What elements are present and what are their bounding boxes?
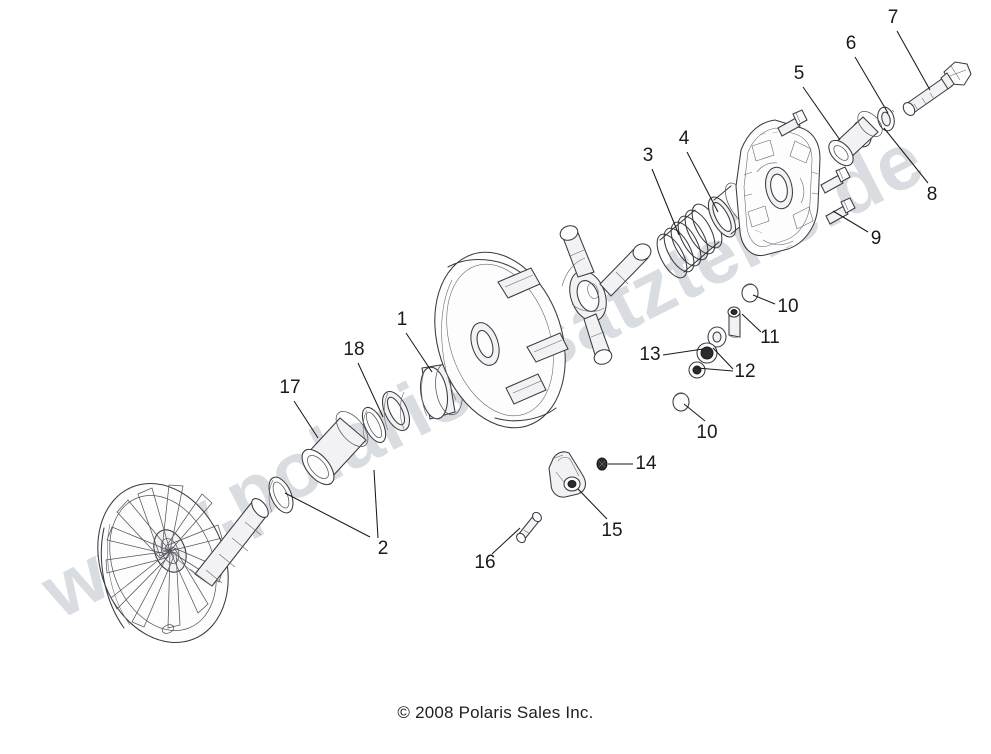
- callout-17: 17: [279, 377, 300, 398]
- callout-numbers: 1 2 3 4 5 6 7 8 9 10 11 12 13 10 14 15 1…: [279, 7, 937, 573]
- part-12-spacer-washer-a: [707, 326, 727, 348]
- part-2-thrust-washer-upper: [361, 406, 387, 444]
- part-12-spacer-washer-b: [688, 361, 706, 379]
- callout-13: 13: [639, 344, 660, 365]
- part-17-shaft-bushing: [301, 411, 369, 486]
- leader-lines: [284, 30, 931, 555]
- part-16-weight-pin: [516, 511, 542, 544]
- callout-8: 8: [927, 184, 938, 205]
- callout-5: 5: [794, 63, 805, 84]
- part-10-roller-pin-upper: [741, 283, 759, 303]
- fixed-sheave-fan: [97, 482, 229, 644]
- part-15-shift-weight: [548, 451, 587, 498]
- callout-9: 9: [871, 228, 882, 249]
- callout-15: 15: [601, 520, 622, 541]
- spacer-sleeve: [828, 111, 883, 167]
- callout-14: 14: [635, 453, 657, 474]
- spider-assembly: [559, 225, 652, 365]
- part-2-thrust-washer-lower: [268, 476, 294, 514]
- part-14-set-screw: [596, 457, 608, 471]
- part-18-seal-washer: [381, 390, 411, 432]
- part-5-clutch-cover: [735, 119, 821, 257]
- callout-6: 6: [846, 33, 857, 54]
- callout-10-upper: 10: [777, 296, 798, 317]
- part-10-roller-pin-lower: [672, 392, 690, 412]
- callout-4: 4: [679, 128, 690, 149]
- callout-3: 3: [643, 145, 654, 166]
- callout-1: 1: [397, 309, 408, 330]
- part-6-flat-washer: [877, 106, 895, 132]
- callout-2: 2: [378, 538, 389, 559]
- copyright-notice: © 2008 Polaris Sales Inc.: [397, 703, 594, 722]
- moveable-sheave: [434, 251, 569, 429]
- part-11-shift-roller: [727, 306, 741, 338]
- callout-11: 11: [760, 327, 780, 348]
- part-13-bushing-insert: [696, 342, 718, 364]
- clutch-shaft: [175, 498, 269, 587]
- part-7-retaining-bolt: [902, 61, 972, 116]
- part-9-cover-screws: [777, 109, 856, 225]
- callout-10-lower: 10: [696, 422, 717, 443]
- callout-7: 7: [888, 7, 899, 28]
- callout-12: 12: [734, 361, 755, 382]
- callout-16: 16: [474, 552, 495, 573]
- callout-18: 18: [343, 339, 364, 360]
